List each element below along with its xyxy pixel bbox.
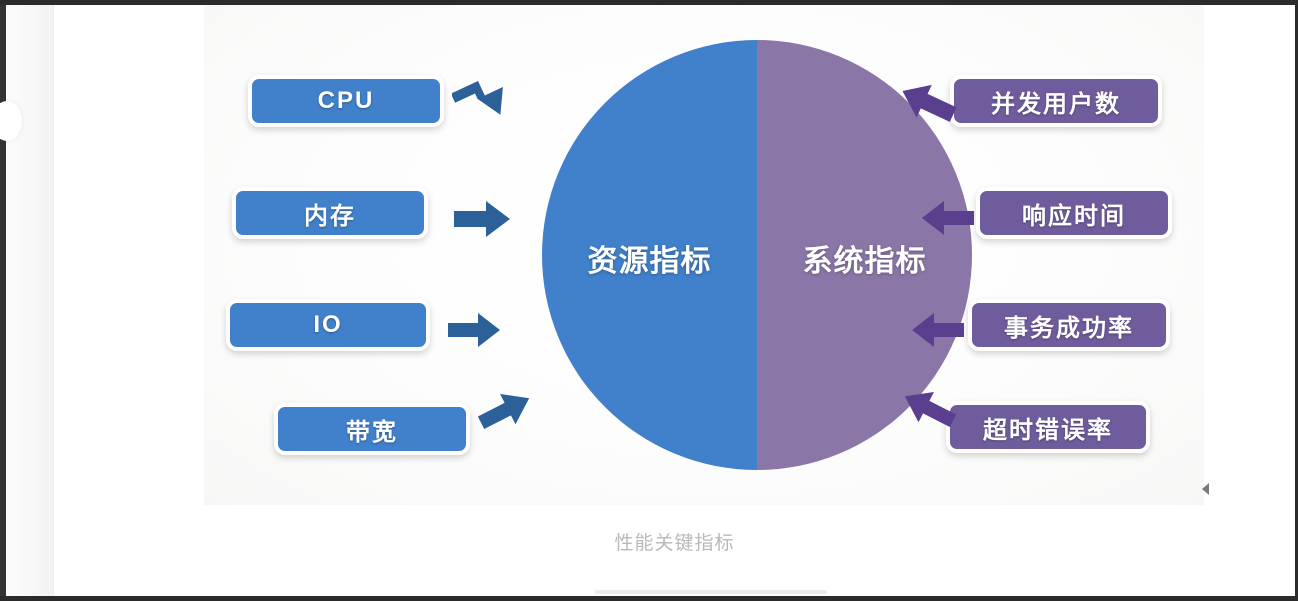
circle-half-system-label: 系统指标 — [802, 245, 927, 278]
metric-pill-response-time[interactable]: 响应时间 — [976, 187, 1172, 239]
arrow-right-icon — [454, 201, 510, 237]
arrow-down-right-icon — [452, 80, 503, 115]
left-sidebar-rail[interactable] — [0, 5, 54, 596]
figure-caption: 性能关键指标 — [614, 533, 735, 554]
metric-pill-memory-label: 内存 — [304, 202, 356, 230]
metric-pill-timeout-error-rate[interactable]: 超时错误率 — [946, 401, 1150, 453]
window-top-border — [0, 0, 1298, 5]
metric-pill-timeout-error-rate-label: 超时错误率 — [983, 416, 1113, 444]
sidebar-handle-knob[interactable] — [0, 101, 22, 141]
performance-metrics-diagram: 资源指标 系统指标 CPU 内存 IO 带宽 — [204, 5, 1204, 505]
metric-pill-bandwidth-label: 带宽 — [346, 418, 398, 446]
caret-left-icon[interactable] — [1202, 483, 1209, 495]
metric-pill-bandwidth[interactable]: 带宽 — [274, 403, 470, 455]
metric-pill-transaction-success-rate-label: 事务成功率 — [1004, 314, 1134, 342]
arrow-left-icon — [922, 201, 974, 235]
sidebar-divider — [53, 5, 54, 596]
metric-pill-concurrent-users-label: 并发用户数 — [991, 90, 1121, 118]
metric-pill-cpu-label: CPU — [317, 87, 375, 114]
window-right-border — [1295, 5, 1298, 596]
metric-pill-memory[interactable]: 内存 — [232, 187, 428, 239]
metric-pill-response-time-label: 响应时间 — [1022, 202, 1126, 230]
window-bottom-border — [0, 596, 1298, 601]
metric-pill-io-label: IO — [313, 311, 343, 338]
metric-pill-io[interactable]: IO — [226, 299, 430, 351]
slide-canvas: 资源指标 系统指标 CPU 内存 IO 带宽 — [54, 5, 1295, 596]
window-left-border — [0, 5, 6, 596]
circle-half-resource: 资源指标 — [542, 40, 757, 470]
circle-half-resource-label: 资源指标 — [587, 245, 712, 278]
metric-pill-concurrent-users[interactable]: 并发用户数 — [950, 75, 1162, 127]
arrow-down-left-icon — [902, 84, 957, 122]
arrow-up-left-icon — [904, 391, 957, 427]
metric-pill-transaction-success-rate[interactable]: 事务成功率 — [968, 299, 1170, 351]
caption-underline — [595, 590, 827, 594]
arrow-up-right-icon — [477, 393, 530, 429]
arrow-left-icon — [912, 313, 964, 347]
arrow-right-icon — [448, 313, 500, 347]
metric-pill-cpu[interactable]: CPU — [248, 75, 444, 127]
central-circle: 资源指标 系统指标 — [542, 40, 972, 470]
